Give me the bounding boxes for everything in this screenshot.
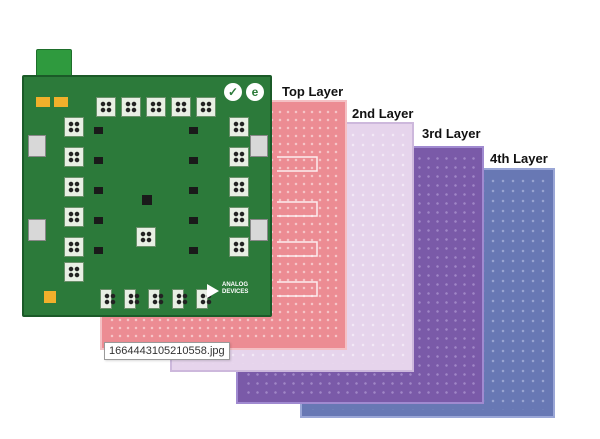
jumper-pad xyxy=(121,97,141,117)
jumper-pad xyxy=(229,177,249,197)
ic-chip xyxy=(94,157,103,164)
jumper-pad xyxy=(229,237,249,257)
image-filename-caption: 1664443105210558.jpg xyxy=(104,342,230,360)
header-pin xyxy=(196,289,212,309)
ce-certification-icon: e xyxy=(246,83,264,101)
jumper-pad xyxy=(96,97,116,117)
main-ic-chip xyxy=(142,195,152,205)
top-layer-traces xyxy=(277,156,318,297)
ic-chip xyxy=(94,187,103,194)
jumper-pad xyxy=(229,117,249,137)
ic-chip xyxy=(189,247,198,254)
jumper-pad xyxy=(64,237,84,257)
side-connector xyxy=(250,219,268,241)
ic-chip xyxy=(189,127,198,134)
jumper-pad xyxy=(64,147,84,167)
analog-devices-logo-icon xyxy=(207,284,219,298)
header-pin xyxy=(172,289,188,309)
header-pin xyxy=(148,289,164,309)
header-pin xyxy=(100,289,116,309)
ic-chip xyxy=(94,127,103,134)
logo-line-1: ANALOG xyxy=(222,282,248,288)
jumper-pad xyxy=(64,117,84,137)
jumper-pad xyxy=(146,97,166,117)
second-layer-label: 2nd Layer xyxy=(352,106,414,121)
ic-chip xyxy=(189,217,198,224)
jumper-pad xyxy=(171,97,191,117)
jumper-pad xyxy=(64,177,84,197)
evaluation-board-photo: ✓ e ANALOG DEVICES xyxy=(22,75,272,317)
jumper-pad xyxy=(229,207,249,227)
ic-chip xyxy=(189,187,198,194)
jumper-pad xyxy=(64,207,84,227)
jumper-cap xyxy=(54,97,68,107)
jumper-pad xyxy=(229,147,249,167)
third-layer-label: 3rd Layer xyxy=(422,126,481,141)
fourth-layer-label: 4th Layer xyxy=(490,151,548,166)
jumper-cap xyxy=(44,291,56,303)
side-connector xyxy=(250,135,268,157)
ic-chip xyxy=(94,247,103,254)
side-connector xyxy=(28,219,46,241)
analog-devices-logo: ANALOG DEVICES xyxy=(207,282,262,304)
side-connector xyxy=(28,135,46,157)
header-pin xyxy=(124,289,140,309)
jumper-pad xyxy=(64,262,84,282)
jumper-pad xyxy=(136,227,156,247)
top-layer-label: Top Layer xyxy=(282,84,344,99)
ic-chip xyxy=(94,217,103,224)
jumper-pad xyxy=(196,97,216,117)
logo-line-2: DEVICES xyxy=(222,289,249,295)
checkmark-certification-icon: ✓ xyxy=(224,83,242,101)
jumper-cap xyxy=(36,97,50,107)
ic-chip xyxy=(189,157,198,164)
